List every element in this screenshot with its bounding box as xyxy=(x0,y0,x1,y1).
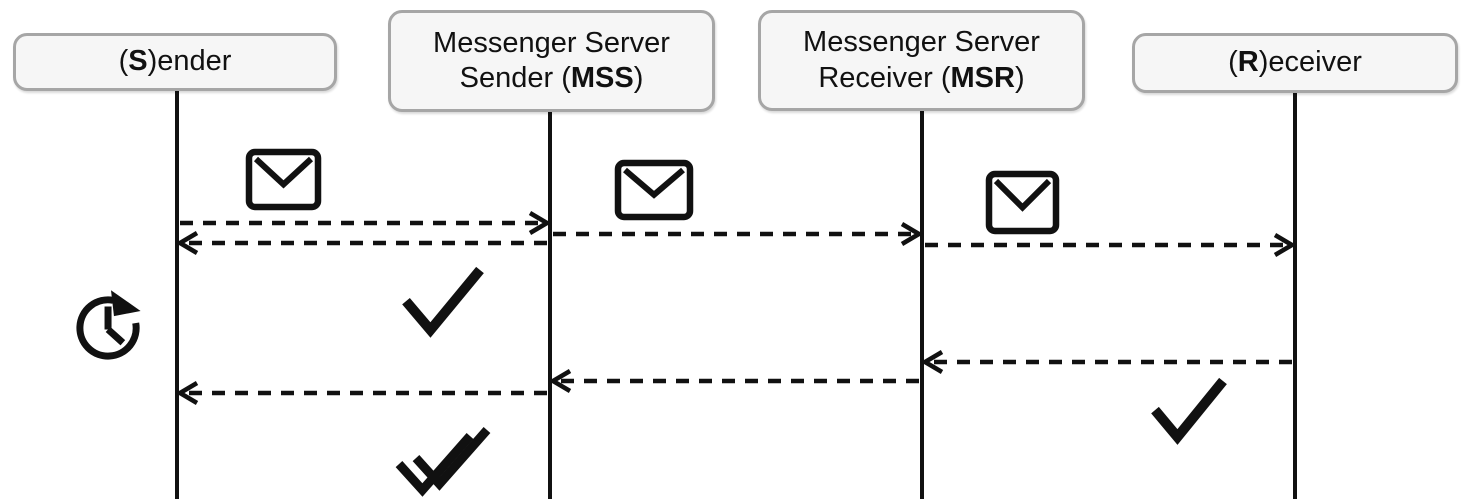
actor-label-mss-line1: Messenger Server xyxy=(433,26,670,61)
actor-box-receiver: (R)eceiver xyxy=(1132,33,1458,93)
actor-box-sender: (S)ender xyxy=(13,33,337,91)
actor-label-part: ( xyxy=(1228,46,1238,79)
actor-label-part: ( xyxy=(118,45,129,78)
arrowhead-left-icon xyxy=(175,231,199,255)
actor-label-bold-part: MSR xyxy=(950,61,1015,94)
message-arrow-sender-to-mss xyxy=(180,211,552,235)
actor-label-part: )ender xyxy=(147,45,232,78)
actor-label-bold-part: MSS xyxy=(570,62,634,94)
envelope-icon xyxy=(245,148,322,211)
message-arrow-receiver-to-msr xyxy=(920,350,1292,374)
actor-label-part: ) xyxy=(633,62,644,94)
check-icon xyxy=(402,266,484,338)
arrowhead-left-icon xyxy=(548,369,572,393)
actor-label-msr-line1: Messenger Server xyxy=(803,25,1040,60)
message-arrow-msr-to-mss xyxy=(548,369,919,393)
message-arrow-mss-to-sender xyxy=(175,381,547,405)
clock-retry-icon xyxy=(76,290,141,360)
actor-label-msr-line2: Receiver (MSR) xyxy=(818,61,1024,96)
actor-label-mss-line2: Sender (MSS) xyxy=(460,61,644,96)
envelope-icon xyxy=(985,170,1060,235)
arrowhead-left-icon xyxy=(920,350,944,374)
arrowhead-right-icon xyxy=(900,222,924,246)
envelope-icon xyxy=(614,159,694,221)
actor-label-part: Sender ( xyxy=(459,62,571,94)
arrowhead-right-icon xyxy=(528,211,552,235)
actor-label-part: Messenger Server xyxy=(433,26,670,59)
actor-label-bold-part: R xyxy=(1237,46,1259,79)
actor-label-part: ) xyxy=(1014,61,1025,94)
arrowhead-right-icon xyxy=(1273,233,1297,257)
message-arrow-mss-to-sender xyxy=(175,231,547,255)
double-check-icon xyxy=(395,427,491,497)
check-icon xyxy=(1151,377,1227,445)
arrowhead-left-icon xyxy=(175,381,199,405)
actor-label-receiver-line1: (R)eceiver xyxy=(1228,45,1362,80)
actor-label-part: Messenger Server xyxy=(803,26,1040,59)
actor-label-sender-line1: (S)ender xyxy=(119,44,232,79)
message-arrow-mss-to-msr xyxy=(553,222,924,246)
actor-label-part: )eceiver xyxy=(1258,46,1362,79)
actor-label-bold-part: S xyxy=(128,45,148,78)
message-arrow-msr-to-receiver xyxy=(925,233,1297,257)
actor-label-part: Receiver ( xyxy=(818,61,951,94)
